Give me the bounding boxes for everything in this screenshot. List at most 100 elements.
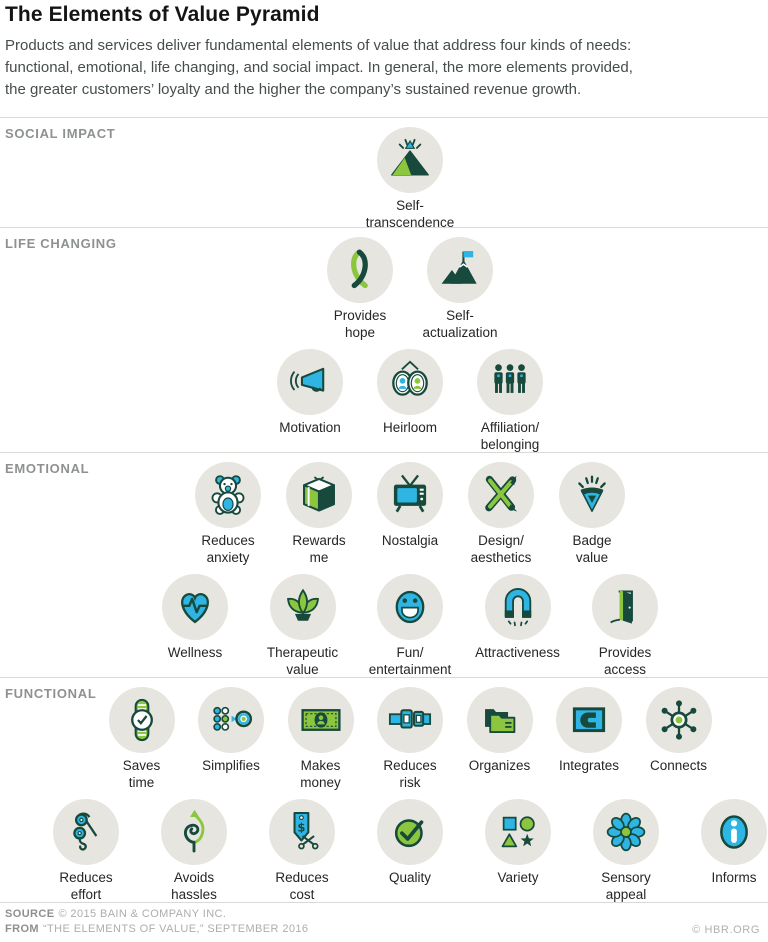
section-social-impact: SOCIAL IMPACT Self- transcendence xyxy=(0,117,768,230)
source-line: SOURCE© 2015 BAIN & COMPANY INC. xyxy=(5,907,308,922)
door-icon xyxy=(592,574,658,640)
element-affiliation-belonging: Affiliation/ belonging xyxy=(460,349,560,461)
element-label: Connects xyxy=(649,758,708,773)
check-circle-icon xyxy=(377,799,443,865)
element-reduces-effort: Reduces effort xyxy=(32,799,140,911)
element-row: Self- transcendence xyxy=(26,127,768,239)
element-design-aesthetics: Design/ aesthetics xyxy=(456,462,547,574)
element-label: Nostalgia xyxy=(381,533,439,548)
pencil-brush-icon xyxy=(468,462,534,528)
locket-icon xyxy=(377,349,443,415)
section-label: EMOTIONAL xyxy=(5,461,90,476)
element-row: Reduces effort Avoids hassles $ Reduces … xyxy=(26,799,768,911)
intro-paragraph: Products and services deliver fundamenta… xyxy=(5,37,633,98)
element-label: Integrates xyxy=(558,758,620,773)
megaphone-icon xyxy=(277,349,343,415)
footer: SOURCE© 2015 BAIN & COMPANY INC. FROM“TH… xyxy=(0,902,768,942)
flower-icon xyxy=(593,799,659,865)
element-motivation: Motivation xyxy=(260,349,360,461)
element-label: Reduces cost xyxy=(275,870,329,902)
from-label: FROM xyxy=(5,922,39,935)
from-line: FROM“THE ELEMENTS OF VALUE,” SEPTEMBER 2… xyxy=(5,922,308,937)
price-tag-icon: $ xyxy=(269,799,335,865)
mountain-rays-icon xyxy=(377,127,443,193)
folders-icon xyxy=(466,687,533,753)
element-label: Motivation xyxy=(279,420,341,435)
section-label: FUNCTIONAL xyxy=(5,686,97,701)
element-label: Design/ aesthetics xyxy=(470,533,532,565)
element-rewards-me: Rewards me xyxy=(274,462,365,574)
watch-icon xyxy=(108,687,175,753)
element-label: Rewards me xyxy=(292,533,346,565)
element-simplifies: Simplifies xyxy=(186,687,276,799)
source-attribution: SOURCE© 2015 BAIN & COMPANY INC. FROM“TH… xyxy=(5,907,308,936)
element-provides-hope: Provides hope xyxy=(310,237,410,349)
element-label: Saves time xyxy=(122,758,161,790)
element-label: Self- transcendence xyxy=(365,198,455,230)
element-row: Wellness Therapeutic value Fun/ entertai… xyxy=(26,574,768,686)
teddy-bear-icon xyxy=(195,462,261,528)
page-title: The Elements of Value Pyramid xyxy=(5,3,320,26)
element-label: Reduces effort xyxy=(59,870,113,902)
element-sensory-appeal: Sensory appeal xyxy=(572,799,680,911)
element-label: Badge value xyxy=(572,533,612,565)
gift-icon xyxy=(286,462,352,528)
section-label: SOCIAL IMPACT xyxy=(5,126,116,141)
element-label: Simplifies xyxy=(202,758,260,773)
element-label: Therapeutic value xyxy=(266,645,339,677)
section-emotional: EMOTIONAL Reduces anxiety Rewards me Nos… xyxy=(0,452,768,677)
shapes-icon xyxy=(485,799,551,865)
element-label: Quality xyxy=(388,870,432,885)
element-label: Informs xyxy=(711,870,757,885)
header: The Elements of Value Pyramid Products a… xyxy=(0,0,768,117)
element-reduces-risk: Reduces risk xyxy=(365,687,455,799)
element-label: Provides hope xyxy=(333,308,387,340)
element-row: Saves time Simplifies Makes money Reduce… xyxy=(26,687,768,799)
element-quality: Quality xyxy=(356,799,464,911)
pulley-icon xyxy=(53,799,119,865)
element-label: Wellness xyxy=(167,645,223,660)
element-wellness: Wellness xyxy=(141,574,249,686)
element-informs: Informs xyxy=(680,799,768,911)
element-connects: Connects xyxy=(634,687,724,799)
section-functional: FUNCTIONAL Saves time Simplifies Makes m… xyxy=(0,677,768,902)
element-variety: Variety xyxy=(464,799,572,911)
source-label: SOURCE xyxy=(5,908,55,920)
element-reduces-anxiety: Reduces anxiety xyxy=(183,462,274,574)
dots-target-icon xyxy=(198,687,264,753)
source-text: © 2015 BAIN & COMPANY INC. xyxy=(58,908,227,920)
element-badge-value: Badge value xyxy=(547,462,638,574)
element-label: Self- actualization xyxy=(422,308,498,340)
element-makes-money: Makes money xyxy=(276,687,366,799)
info-icon xyxy=(701,799,767,865)
magnet-icon xyxy=(484,574,551,640)
element-label: Avoids hassles xyxy=(171,870,217,902)
money-icon xyxy=(287,687,354,753)
heart-pulse-icon xyxy=(162,574,228,640)
element-attractiveness: Attractiveness xyxy=(464,574,572,686)
tangle-arrow-icon xyxy=(161,799,227,865)
element-label: Provides access xyxy=(598,645,652,677)
svg-text:$: $ xyxy=(297,820,305,834)
element-row: Provides hope Self- actualization xyxy=(26,237,768,349)
element-reduces-cost: $ Reduces cost xyxy=(248,799,356,911)
element-label: Attractiveness xyxy=(475,645,560,660)
element-row: Motivation Heirloom Affiliation/ belongi… xyxy=(26,349,768,461)
element-provides-access: Provides access xyxy=(571,574,679,686)
hbr-credit: © HBR.ORG xyxy=(692,924,760,936)
mountain-flag-icon xyxy=(427,237,493,303)
element-self-actualization: Self- actualization xyxy=(410,237,510,349)
leaves-icon xyxy=(269,574,336,640)
element-nostalgia: Nostalgia xyxy=(365,462,456,574)
section-label: LIFE CHANGING xyxy=(5,236,117,251)
element-therapeutic-value: Therapeutic value xyxy=(249,574,357,686)
from-text: “THE ELEMENTS OF VALUE,” SEPTEMBER 2016 xyxy=(42,922,309,935)
element-label: Variety xyxy=(497,870,539,885)
element-label: Fun/ entertainment xyxy=(368,645,452,677)
element-organizes: Organizes xyxy=(455,687,545,799)
element-label: Makes money xyxy=(300,758,341,790)
smiley-icon xyxy=(377,574,443,640)
element-label: Reduces anxiety xyxy=(201,533,255,565)
